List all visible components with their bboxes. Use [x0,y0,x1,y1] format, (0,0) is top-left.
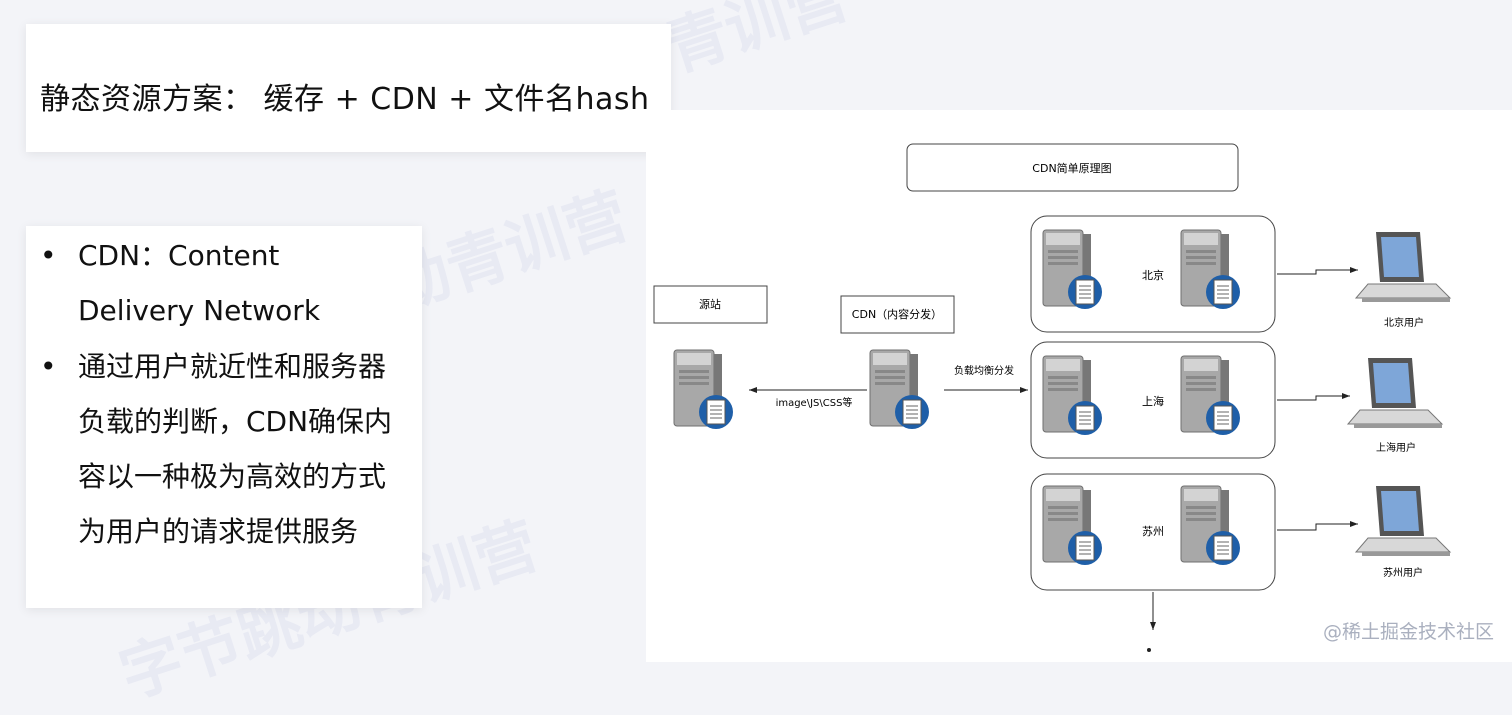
arrow-to-user [1277,521,1358,531]
continuation-dot [1147,648,1151,652]
arrow-to-user [1277,267,1358,275]
cdn-diagram: CDN简单原理图 源站 CDN（内容分发） image\JS\CSS等 负载均衡… [653,143,1451,652]
bullet-text: CDN：Content Delivery Network [78,239,321,327]
user-label: 北京用户 [1384,316,1424,329]
bullet-text: 通过用户就近性和服务器负载的判断，CDN确保内容以一种极为高效的方式为用户的请求… [78,350,393,548]
user-label: 苏州用户 [1383,566,1423,579]
origin-box [653,285,768,324]
laptop-icon [1355,485,1451,557]
title-card: 静态资源方案： 缓存 + CDN + 文件名hash [26,24,671,152]
cdn-diagram-panel: CDN简单原理图 源站 CDN（内容分发） image\JS\CSS等 负载均衡… [646,110,1512,662]
diagram-title: CDN简单原理图 [1032,161,1111,175]
bullet-dot: • [40,239,57,272]
bullet-dot: • [40,350,57,383]
cdn-label: CDN（内容分发） [852,307,942,321]
origin-label: 源站 [699,297,721,311]
laptop-icon [1355,231,1451,303]
footer-watermark: @稀土掘金技术社区 [1322,621,1494,643]
laptop-icon [1347,357,1443,429]
cdn-box [840,295,955,334]
arrow-to-user [1277,393,1350,401]
diagram-title-box [906,143,1239,192]
load-balance-label: 负载均衡分发 [954,364,1014,377]
bullet-card: • CDN：Content Delivery Network • 通过用户就近性… [26,226,422,608]
slide-title: 静态资源方案： 缓存 + CDN + 文件名hash [40,82,650,117]
node-city: 苏州 [1142,525,1164,538]
arrow-to-origin-label: image\JS\CSS等 [776,396,853,409]
user-label: 上海用户 [1376,441,1416,454]
node-city: 北京 [1142,268,1164,282]
node-city: 上海 [1142,394,1164,408]
cdn-server-icon [869,349,930,430]
origin-server-icon [673,349,734,430]
